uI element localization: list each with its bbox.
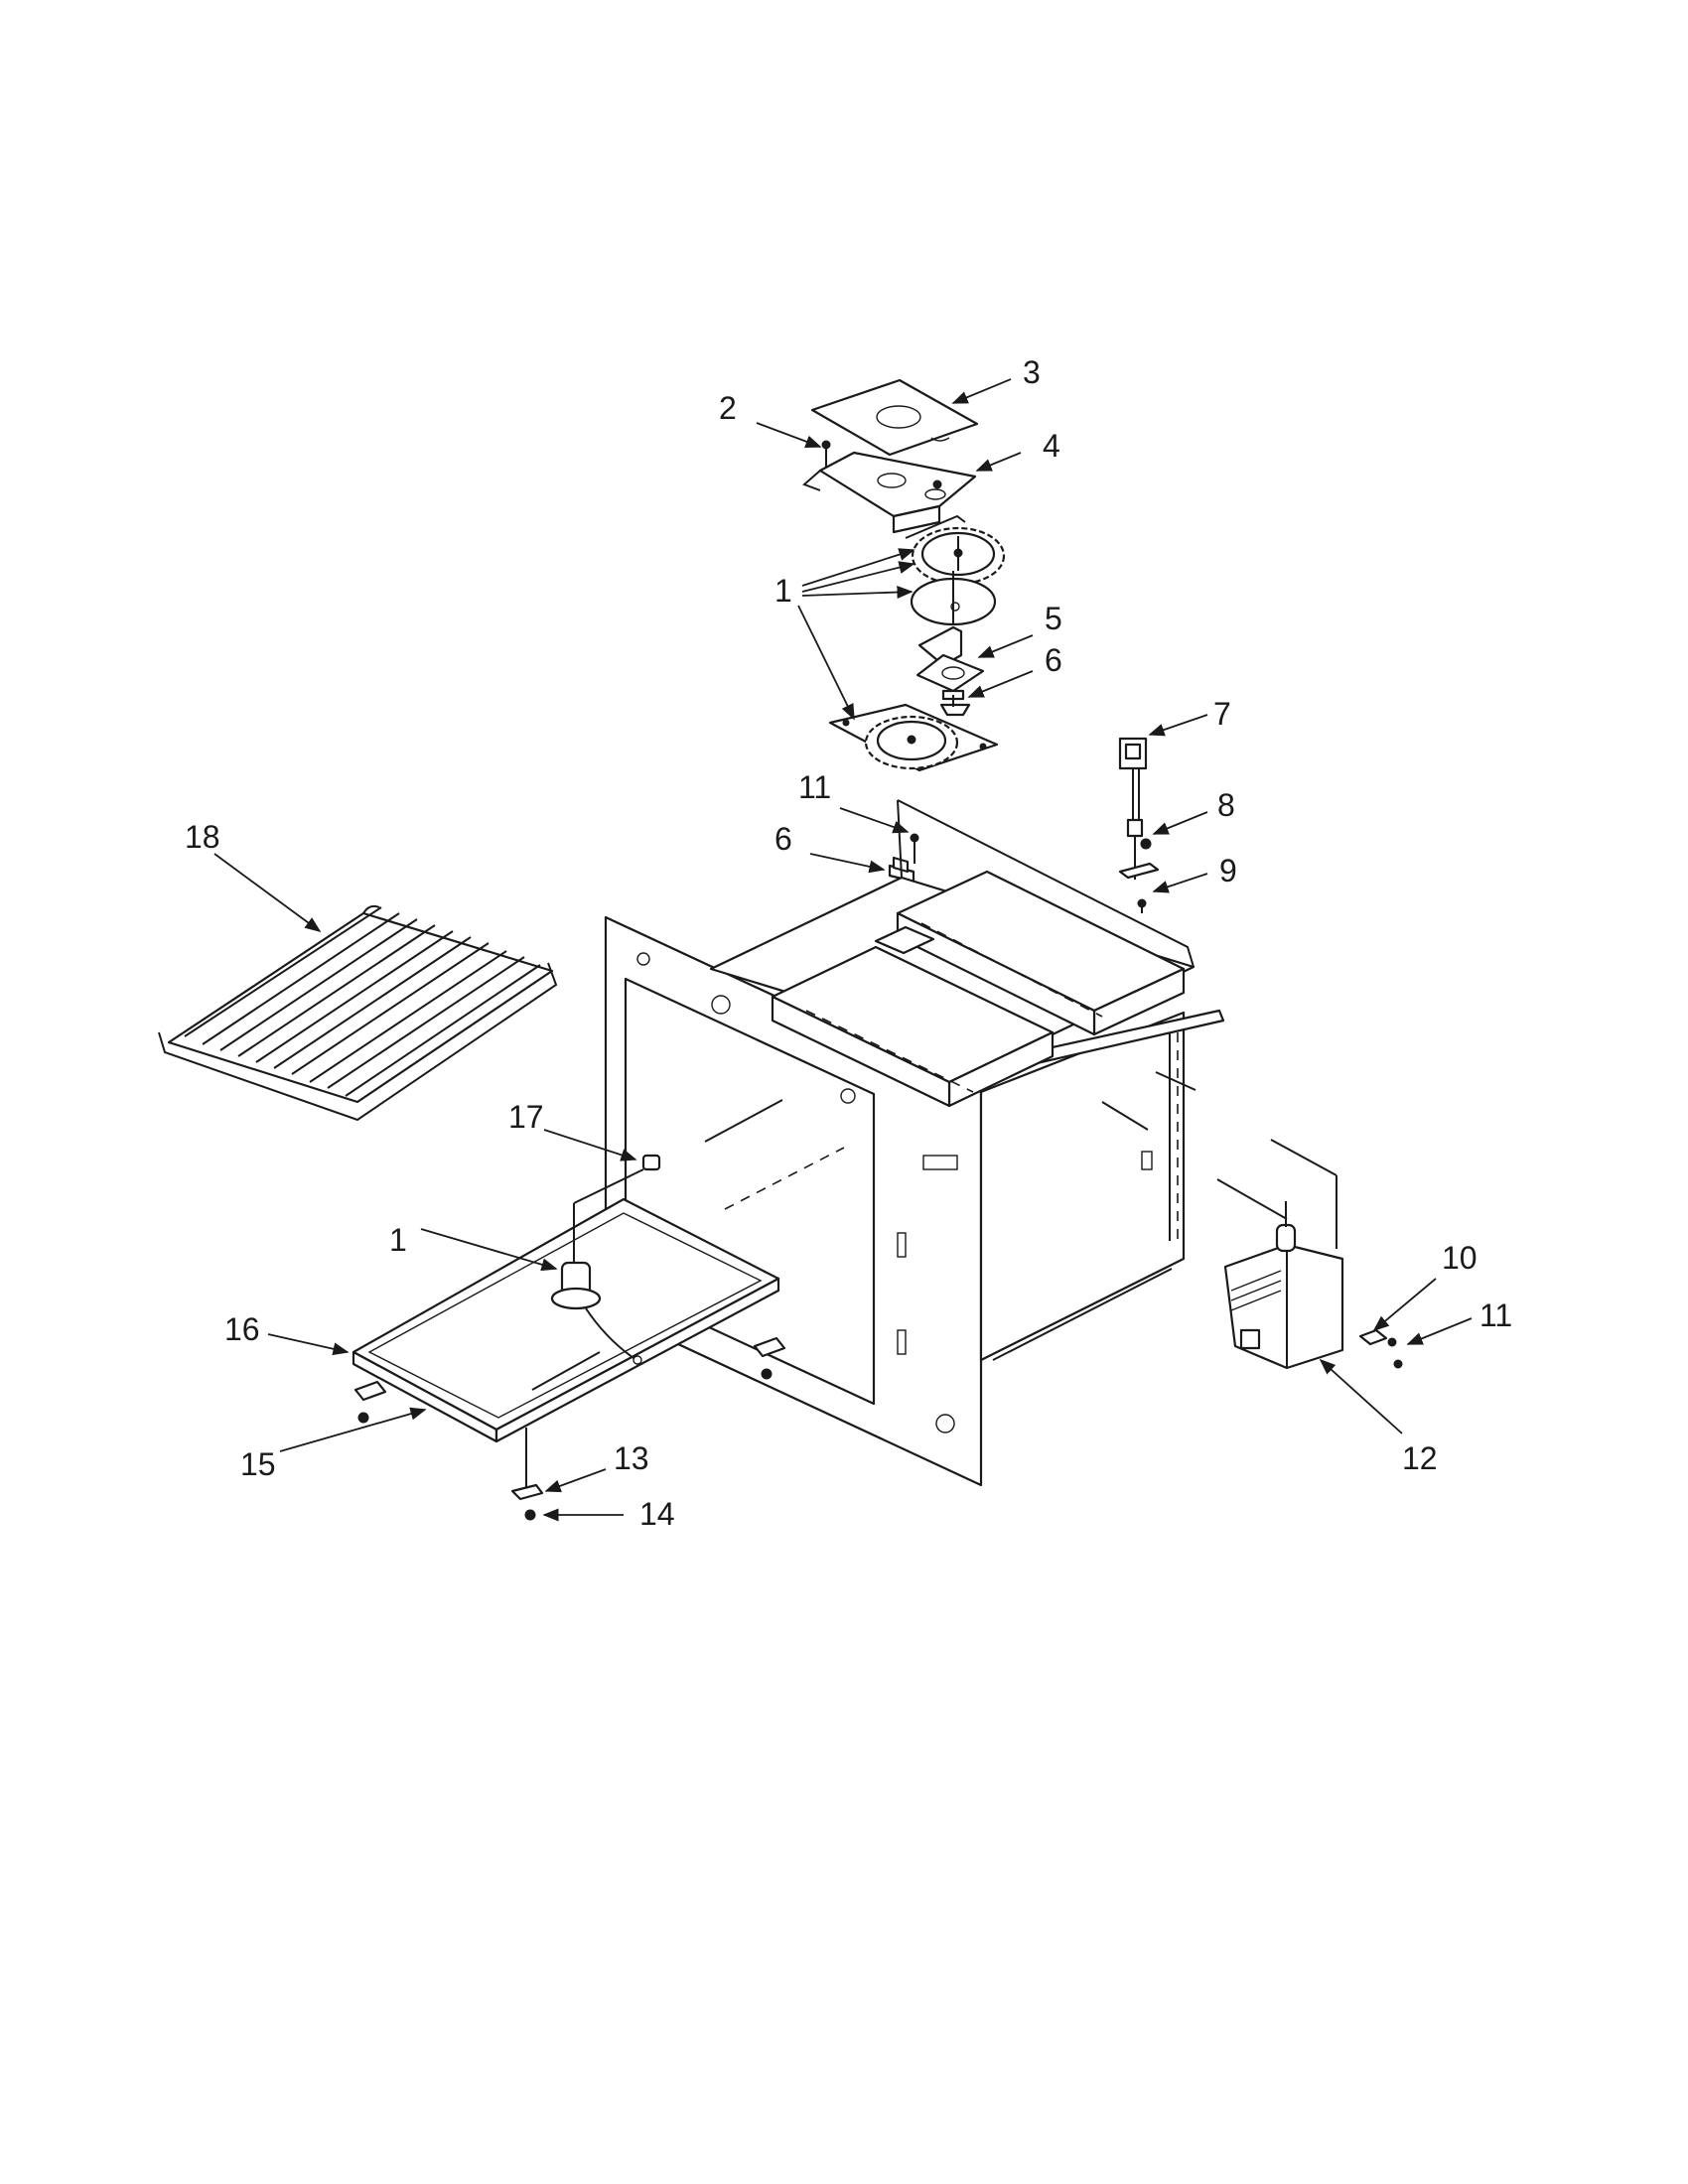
callout-17: 17 <box>508 1099 544 1135</box>
part-10-thermal-cutout <box>1358 1328 1388 1346</box>
callout-6-upper: 6 <box>1045 642 1062 678</box>
callout-leaders <box>213 378 1473 1522</box>
callout-11-lower: 11 <box>1479 1297 1512 1333</box>
callout-1-upper: 1 <box>774 573 792 609</box>
part-9-screw <box>1137 898 1147 913</box>
callout-11-upper: 11 <box>798 769 831 805</box>
part-14-screw <box>524 1509 536 1521</box>
callout-18: 18 <box>185 819 220 855</box>
callout-4: 4 <box>1043 428 1060 464</box>
callout-12: 12 <box>1402 1440 1438 1476</box>
callout-5: 5 <box>1045 601 1062 636</box>
foot-right <box>753 1336 786 1380</box>
part-18-oven-rack <box>158 904 558 1122</box>
part-6-thermal-cutout-upper <box>939 689 971 717</box>
foot-left <box>353 1380 387 1424</box>
oven-cavity <box>604 799 1225 1487</box>
callout-3: 3 <box>1023 354 1041 390</box>
part-1-turntable-motor <box>550 1203 642 1365</box>
part-12-magnetron <box>1216 1139 1344 1370</box>
part-7-connector <box>1118 737 1148 822</box>
part-8-probe <box>1118 818 1160 880</box>
part-1-stirrer-gear-upper <box>905 514 1006 586</box>
callout-2: 2 <box>719 390 737 426</box>
part-11-screw-upper <box>910 833 919 864</box>
part-17-plug <box>573 1154 661 1204</box>
callout-9: 9 <box>1219 853 1237 888</box>
callout-8: 8 <box>1217 787 1235 823</box>
callout-14: 14 <box>639 1496 675 1532</box>
callout-10: 10 <box>1442 1240 1477 1276</box>
part-1-stirrer-gear-lower <box>828 703 999 772</box>
part-15-tray-base <box>352 1277 780 1443</box>
part-3-cover-plate <box>810 378 979 457</box>
part-11-screws-lower <box>1387 1337 1403 1369</box>
callout-labels: 1 2 3 4 5 6 7 8 9 11 6 18 17 1 16 15 13 … <box>185 354 1512 1532</box>
part-1-stirrer-disk <box>910 571 997 626</box>
callout-1-lower: 1 <box>389 1222 407 1258</box>
part-4-bracket-plate <box>802 440 977 534</box>
callout-6-lower: 6 <box>774 821 792 857</box>
part-5-motor-bracket <box>915 625 985 693</box>
callout-16: 16 <box>224 1311 260 1347</box>
callout-15: 15 <box>240 1446 276 1482</box>
callout-7: 7 <box>1213 696 1231 732</box>
part-13-foot <box>510 1428 544 1501</box>
callout-13: 13 <box>614 1440 649 1476</box>
